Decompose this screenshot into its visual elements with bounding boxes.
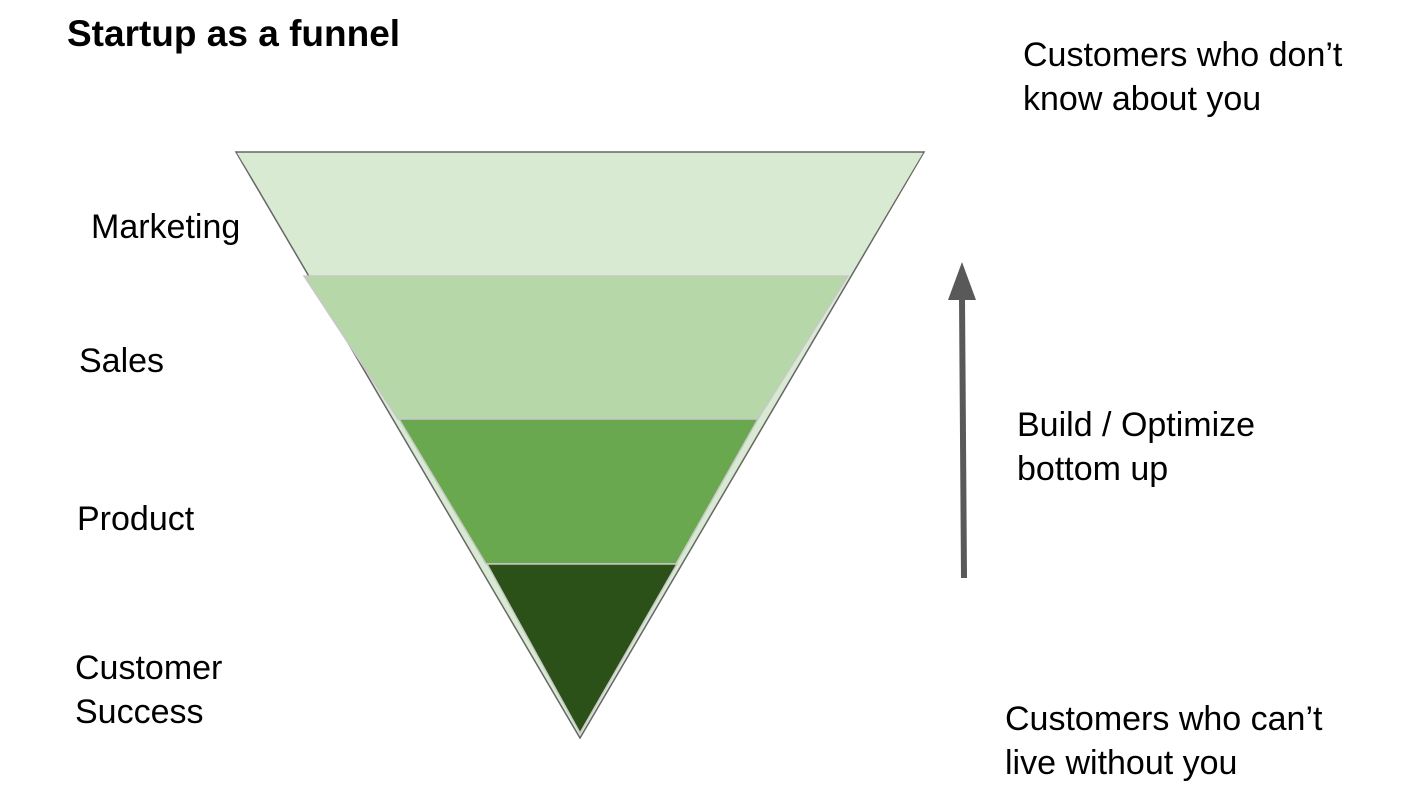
arrow-up-icon (948, 262, 976, 300)
funnel-layer-marketing (237, 153, 923, 276)
funnel-layer-customer-success (485, 563, 679, 735)
page-title: Startup as a funnel (67, 13, 401, 54)
stage-label-customer-success: Customer Success (75, 649, 223, 731)
annotation-middle: Build / Optimize bottom up (1017, 406, 1256, 488)
stage-label-sales: Sales (79, 342, 165, 380)
funnel-layer-product (397, 418, 760, 565)
build-arrow-shaft (959, 297, 967, 579)
annotation-bottom: Customers who can’t live without you (1005, 700, 1323, 782)
funnel-layer-sales (302, 275, 850, 420)
stage-label-marketing: Marketing (91, 208, 241, 246)
stage-label-product: Product (77, 500, 195, 538)
annotation-top: Customers who don’t know about you (1023, 36, 1343, 118)
